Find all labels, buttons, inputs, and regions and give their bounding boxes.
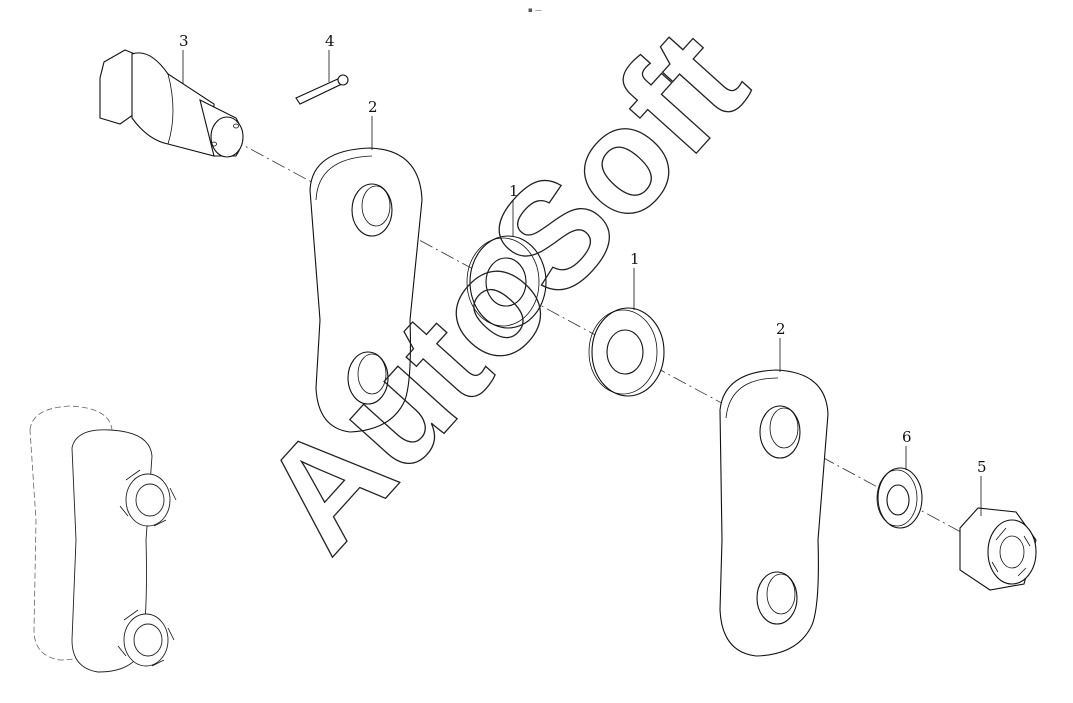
assembled-inset-view	[29, 405, 177, 673]
callout-washer-a: 1	[509, 182, 519, 200]
callout-plate-left: 2	[368, 98, 378, 116]
header-mark: ▪ —	[528, 6, 542, 14]
link-plate-right	[719, 369, 829, 657]
pin-part	[99, 49, 244, 158]
callout-plate-right: 2	[776, 320, 786, 338]
callout-cotter-pin: 4	[325, 32, 335, 50]
callout-small-washer: 6	[902, 428, 912, 446]
washer-b-part	[588, 307, 665, 397]
cotter-pin-part	[295, 74, 349, 105]
small-washer-part	[876, 467, 923, 529]
assembly-axis	[229, 137, 986, 546]
callout-washer-b: 1	[630, 250, 640, 268]
callout-pin: 3	[179, 32, 189, 50]
callout-castle-nut: 5	[977, 458, 987, 476]
autosoft-watermark: AutoSoft	[229, 0, 777, 581]
washer-a-part	[466, 235, 547, 329]
castle-nut-part	[959, 507, 1037, 591]
link-plate-left	[309, 147, 423, 433]
